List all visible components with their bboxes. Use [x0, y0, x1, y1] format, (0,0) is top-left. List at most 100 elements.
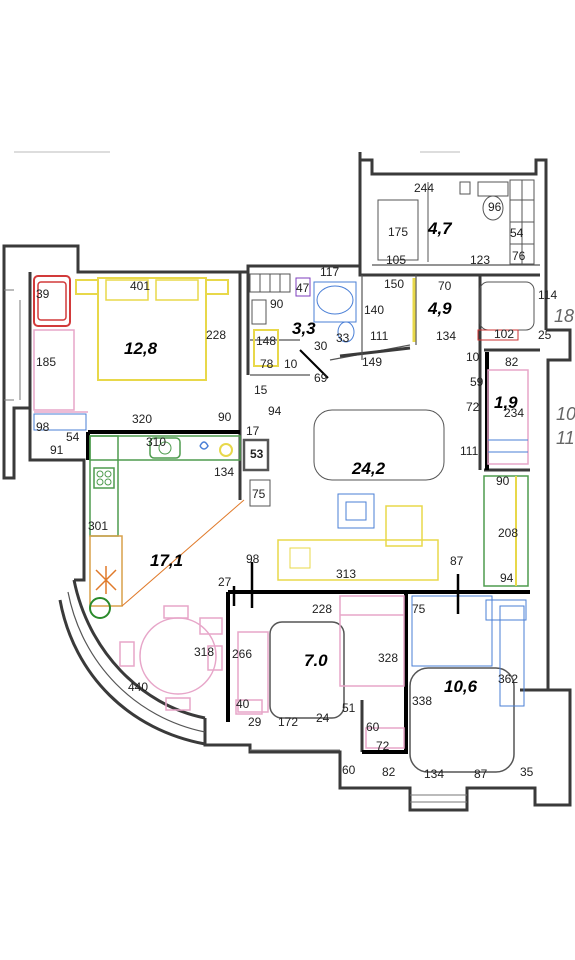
- dim-label: 98: [36, 420, 50, 434]
- dim-label: 72: [376, 739, 390, 753]
- dim-label: 87: [474, 767, 488, 781]
- dim-label: 266: [232, 647, 252, 661]
- dim-label: 75: [412, 602, 426, 616]
- dim-label: 149: [362, 355, 382, 369]
- dim-label: 90: [270, 297, 284, 311]
- dim-label: 33: [336, 331, 350, 345]
- dim-label: 234: [504, 406, 524, 420]
- dim-label: 11: [556, 428, 575, 448]
- dim-label: 75: [252, 487, 266, 501]
- dim-label: 29: [248, 715, 262, 729]
- dim-label: 134: [436, 329, 456, 343]
- room-b-furniture: [409, 595, 527, 773]
- dim-label: 35: [520, 765, 534, 779]
- partition-markers: [232, 562, 460, 614]
- dim-label: 51: [342, 701, 356, 715]
- dim-label: 134: [214, 465, 234, 479]
- dim-label: 82: [505, 355, 519, 369]
- dim-label: 123: [470, 253, 490, 267]
- dim-label: 362: [498, 672, 518, 686]
- dim-label: 208: [498, 526, 518, 540]
- area-bathroom-top: 4,7: [427, 219, 453, 238]
- dim-label: 40: [236, 697, 250, 711]
- dim-label: 175: [388, 225, 408, 239]
- dim-label: 94: [500, 571, 514, 585]
- dim-label: 91: [50, 443, 64, 457]
- area-living: 24,2: [351, 459, 386, 478]
- dim-label: 244: [414, 181, 434, 195]
- dim-label: 90: [218, 410, 232, 424]
- dim-label: 54: [66, 430, 80, 444]
- dim-label: 10: [466, 350, 480, 364]
- dim-label: 69: [314, 371, 328, 385]
- dim-label: 10: [284, 357, 298, 371]
- area-bedroom: 12,8: [124, 339, 158, 358]
- dim-label: 320: [132, 412, 152, 426]
- living-furniture: [277, 369, 529, 587]
- dim-label: 150: [384, 277, 404, 291]
- bedroom-furniture: [33, 275, 229, 431]
- dim-label: 59: [470, 375, 484, 389]
- dim-label: 172: [278, 715, 298, 729]
- dimension-labels: 244 175 105 123 96 54 76 117 150 70 114 …: [36, 181, 575, 781]
- dim-label: 301: [88, 519, 108, 533]
- dim-label: 94: [268, 404, 282, 418]
- dim-label: 72: [466, 400, 480, 414]
- bathroom-left-fixtures: [249, 273, 357, 379]
- dim-label: 82: [382, 765, 396, 779]
- dim-label: 76: [512, 249, 526, 263]
- dim-label: 228: [312, 602, 332, 616]
- dim-label: 54: [510, 226, 524, 240]
- dim-label: 98: [246, 552, 260, 566]
- kitchen-furniture: [89, 435, 271, 711]
- dim-label: 25: [538, 328, 552, 342]
- dim-label: 401: [130, 279, 150, 293]
- area-kitchen: 17,1: [150, 551, 183, 570]
- dim-label: 90: [496, 474, 510, 488]
- dim-label: 53: [250, 447, 264, 461]
- dim-label: 87: [450, 554, 464, 568]
- dim-label: 134: [424, 767, 444, 781]
- dim-label: 111: [460, 444, 479, 458]
- dim-label: 102: [494, 327, 514, 341]
- windows: [4, 289, 467, 803]
- interior-walls: [28, 264, 548, 752]
- dim-label: 140: [364, 303, 384, 317]
- dim-label: 17: [246, 424, 260, 438]
- dim-label: 228: [206, 328, 226, 342]
- wc-fixtures: [412, 278, 535, 342]
- area-room-b: 10,6: [444, 677, 478, 696]
- dim-label: 185: [36, 355, 56, 369]
- dim-label: 27: [218, 575, 232, 589]
- dim-label: 15: [254, 383, 268, 397]
- dim-label: 111: [370, 329, 389, 343]
- dim-label: 30: [314, 339, 328, 353]
- dim-label: 117: [320, 265, 339, 279]
- dim-label: 39: [36, 287, 50, 301]
- dim-label: 114: [538, 288, 557, 302]
- partitions: [86, 352, 530, 754]
- dim-label: 148: [256, 334, 276, 348]
- dim-label: 47: [296, 281, 310, 295]
- outer-walls: [2, 152, 572, 812]
- bathroom-top-fixtures: [377, 179, 535, 265]
- area-labels: 4,7 4,9 3,3 12,8 24,2 1,9 17,1 7.0 10,6: [124, 219, 518, 696]
- dim-label: 328: [378, 651, 398, 665]
- dim-label: 96: [488, 200, 502, 214]
- dim-label: 18: [554, 306, 574, 326]
- area-room-a: 7.0: [304, 651, 328, 670]
- dim-label: 10: [556, 404, 575, 424]
- room-a-furniture: [235, 595, 405, 749]
- dim-label: 105: [386, 253, 406, 267]
- dim-label: 440: [128, 680, 148, 694]
- area-closet: 1,9: [494, 393, 518, 412]
- dim-label: 313: [336, 567, 356, 581]
- dim-label: 70: [438, 279, 452, 293]
- dim-label: 78: [260, 357, 274, 371]
- dim-label: 60: [342, 763, 356, 777]
- area-bathroom-left: 3,3: [292, 319, 316, 338]
- dim-label: 310: [146, 435, 166, 449]
- dim-label: 60: [366, 720, 380, 734]
- dim-label: 24: [316, 711, 330, 725]
